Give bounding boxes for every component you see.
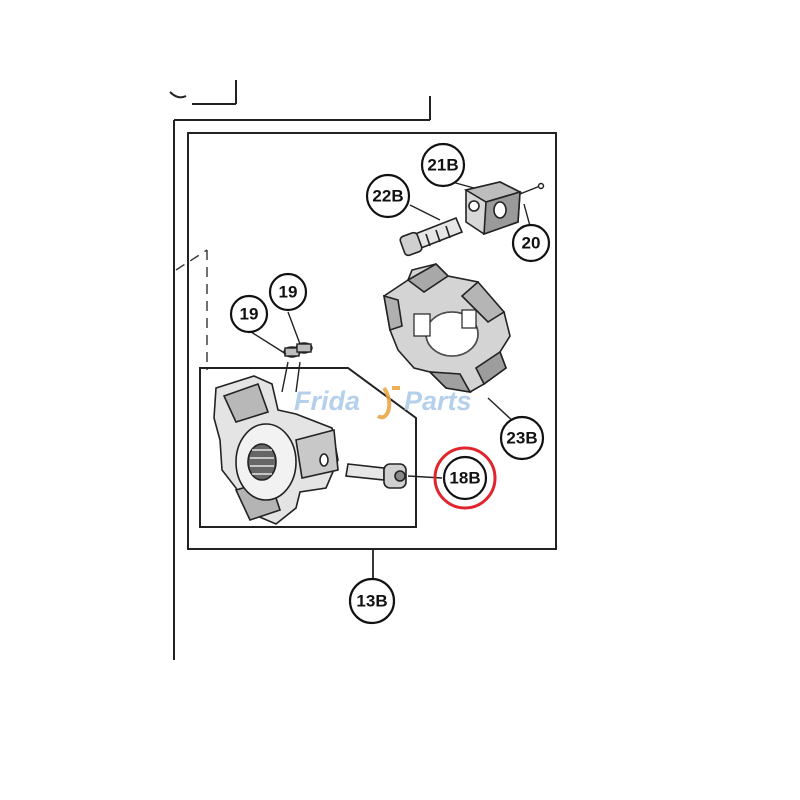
cap-screw-22b: [399, 216, 464, 257]
watermark-swoosh-icon: [376, 386, 400, 420]
sub-assembly-frame: [199, 367, 417, 528]
watermark: Frida Parts: [294, 386, 472, 420]
callout-23b-label: 23B: [506, 429, 537, 448]
callout-19-right-label: 19: [279, 283, 298, 302]
callout-13b: 13B: [348, 577, 396, 625]
callout-19-left-label: 19: [240, 305, 259, 324]
hub-screw: [345, 463, 407, 489]
coupling-hub-part: [213, 375, 339, 525]
callout-18b: 18B: [433, 446, 497, 510]
screw-19-pair: [281, 342, 313, 393]
callout-23b: 23B: [499, 415, 545, 461]
callout-21b: 21B: [420, 142, 466, 188]
upper-frame-fragment: [169, 80, 431, 660]
dashed-reference-lines: [175, 249, 208, 370]
callout-20-label: 20: [522, 234, 541, 253]
callout-21b-label: 21B: [427, 156, 458, 175]
callout-22b: 22B: [365, 173, 411, 219]
clamp-block-part: [463, 181, 523, 236]
callout-19-right: 19: [268, 272, 308, 312]
watermark-text-part1: Frida: [294, 386, 360, 416]
set-pin-20: [519, 182, 545, 195]
spider-elastomer-part: [382, 263, 511, 394]
callout-20: 20: [511, 223, 551, 263]
callout-18b-label: 18B: [449, 469, 480, 488]
assembly-frame: [187, 132, 557, 550]
callout-19-left: 19: [229, 294, 269, 334]
callout-13b-label: 13B: [356, 592, 387, 611]
watermark-text-part2: Parts: [404, 386, 472, 416]
callout-22b-label: 22B: [372, 187, 403, 206]
highlight-ring: [433, 446, 497, 510]
